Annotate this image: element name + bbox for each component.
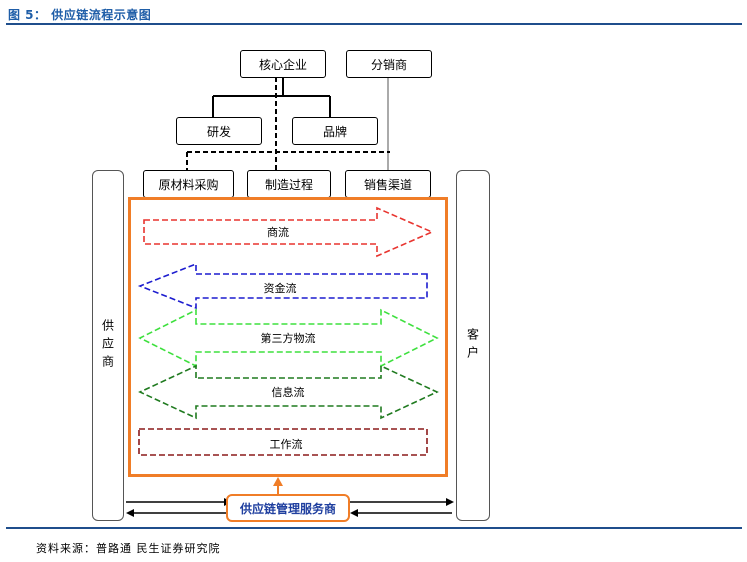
sales-channel-box: 销售渠道 bbox=[345, 170, 431, 198]
top-divider bbox=[6, 23, 742, 25]
core-enterprise-label: 核心企业 bbox=[258, 57, 307, 72]
figure-title: 图 5： 供应链流程示意图 bbox=[8, 8, 152, 22]
rnd-box: 研发 bbox=[176, 117, 262, 145]
service-provider-box: 供应链管理服务商 bbox=[226, 494, 350, 522]
service-provider-label: 供应链管理服务商 bbox=[239, 501, 336, 516]
bottom-divider bbox=[6, 527, 742, 529]
work-flow-label: 工作流 bbox=[269, 438, 303, 451]
customer-pillar: 客户 bbox=[456, 170, 490, 521]
work-flow-box bbox=[138, 428, 428, 456]
bottom-arrow-lower-right-head bbox=[350, 509, 358, 517]
bottom-arrow-upper-right-head bbox=[446, 498, 454, 506]
distributor-box: 分销商 bbox=[346, 50, 432, 78]
brand-label: 品牌 bbox=[322, 124, 347, 139]
supplier-pillar: 供应商 bbox=[92, 170, 124, 521]
brand-box: 品牌 bbox=[292, 117, 378, 145]
logistics-flow-label: 第三方物流 bbox=[260, 332, 316, 345]
distributor-label: 分销商 bbox=[370, 57, 407, 72]
flow-frame bbox=[128, 197, 448, 477]
core-enterprise-box: 核心企业 bbox=[240, 50, 326, 78]
rnd-label: 研发 bbox=[206, 124, 231, 139]
capital-flow-label: 资金流 bbox=[263, 282, 297, 295]
source-note: 资料来源：普路通 民生证券研究院 bbox=[36, 542, 221, 555]
information-flow-arrow bbox=[138, 364, 439, 420]
capital-flow-arrow bbox=[137, 262, 428, 310]
bottom-arrow-lower-left-head bbox=[126, 509, 134, 517]
sales-channel-label: 销售渠道 bbox=[363, 177, 412, 192]
procurement-box: 原材料采购 bbox=[143, 170, 234, 198]
business-flow-arrow bbox=[143, 206, 435, 258]
business-flow-label: 商流 bbox=[267, 226, 289, 239]
supplier-label: 供应商 bbox=[100, 318, 115, 373]
manufacturing-box: 制造过程 bbox=[247, 170, 331, 198]
customer-label: 客户 bbox=[465, 327, 480, 364]
information-flow-label: 信息流 bbox=[271, 386, 305, 399]
manufacturing-label: 制造过程 bbox=[264, 177, 313, 192]
service-connector-arrowhead bbox=[273, 477, 283, 486]
logistics-flow-arrow bbox=[138, 308, 439, 368]
procurement-label: 原材料采购 bbox=[158, 177, 219, 192]
